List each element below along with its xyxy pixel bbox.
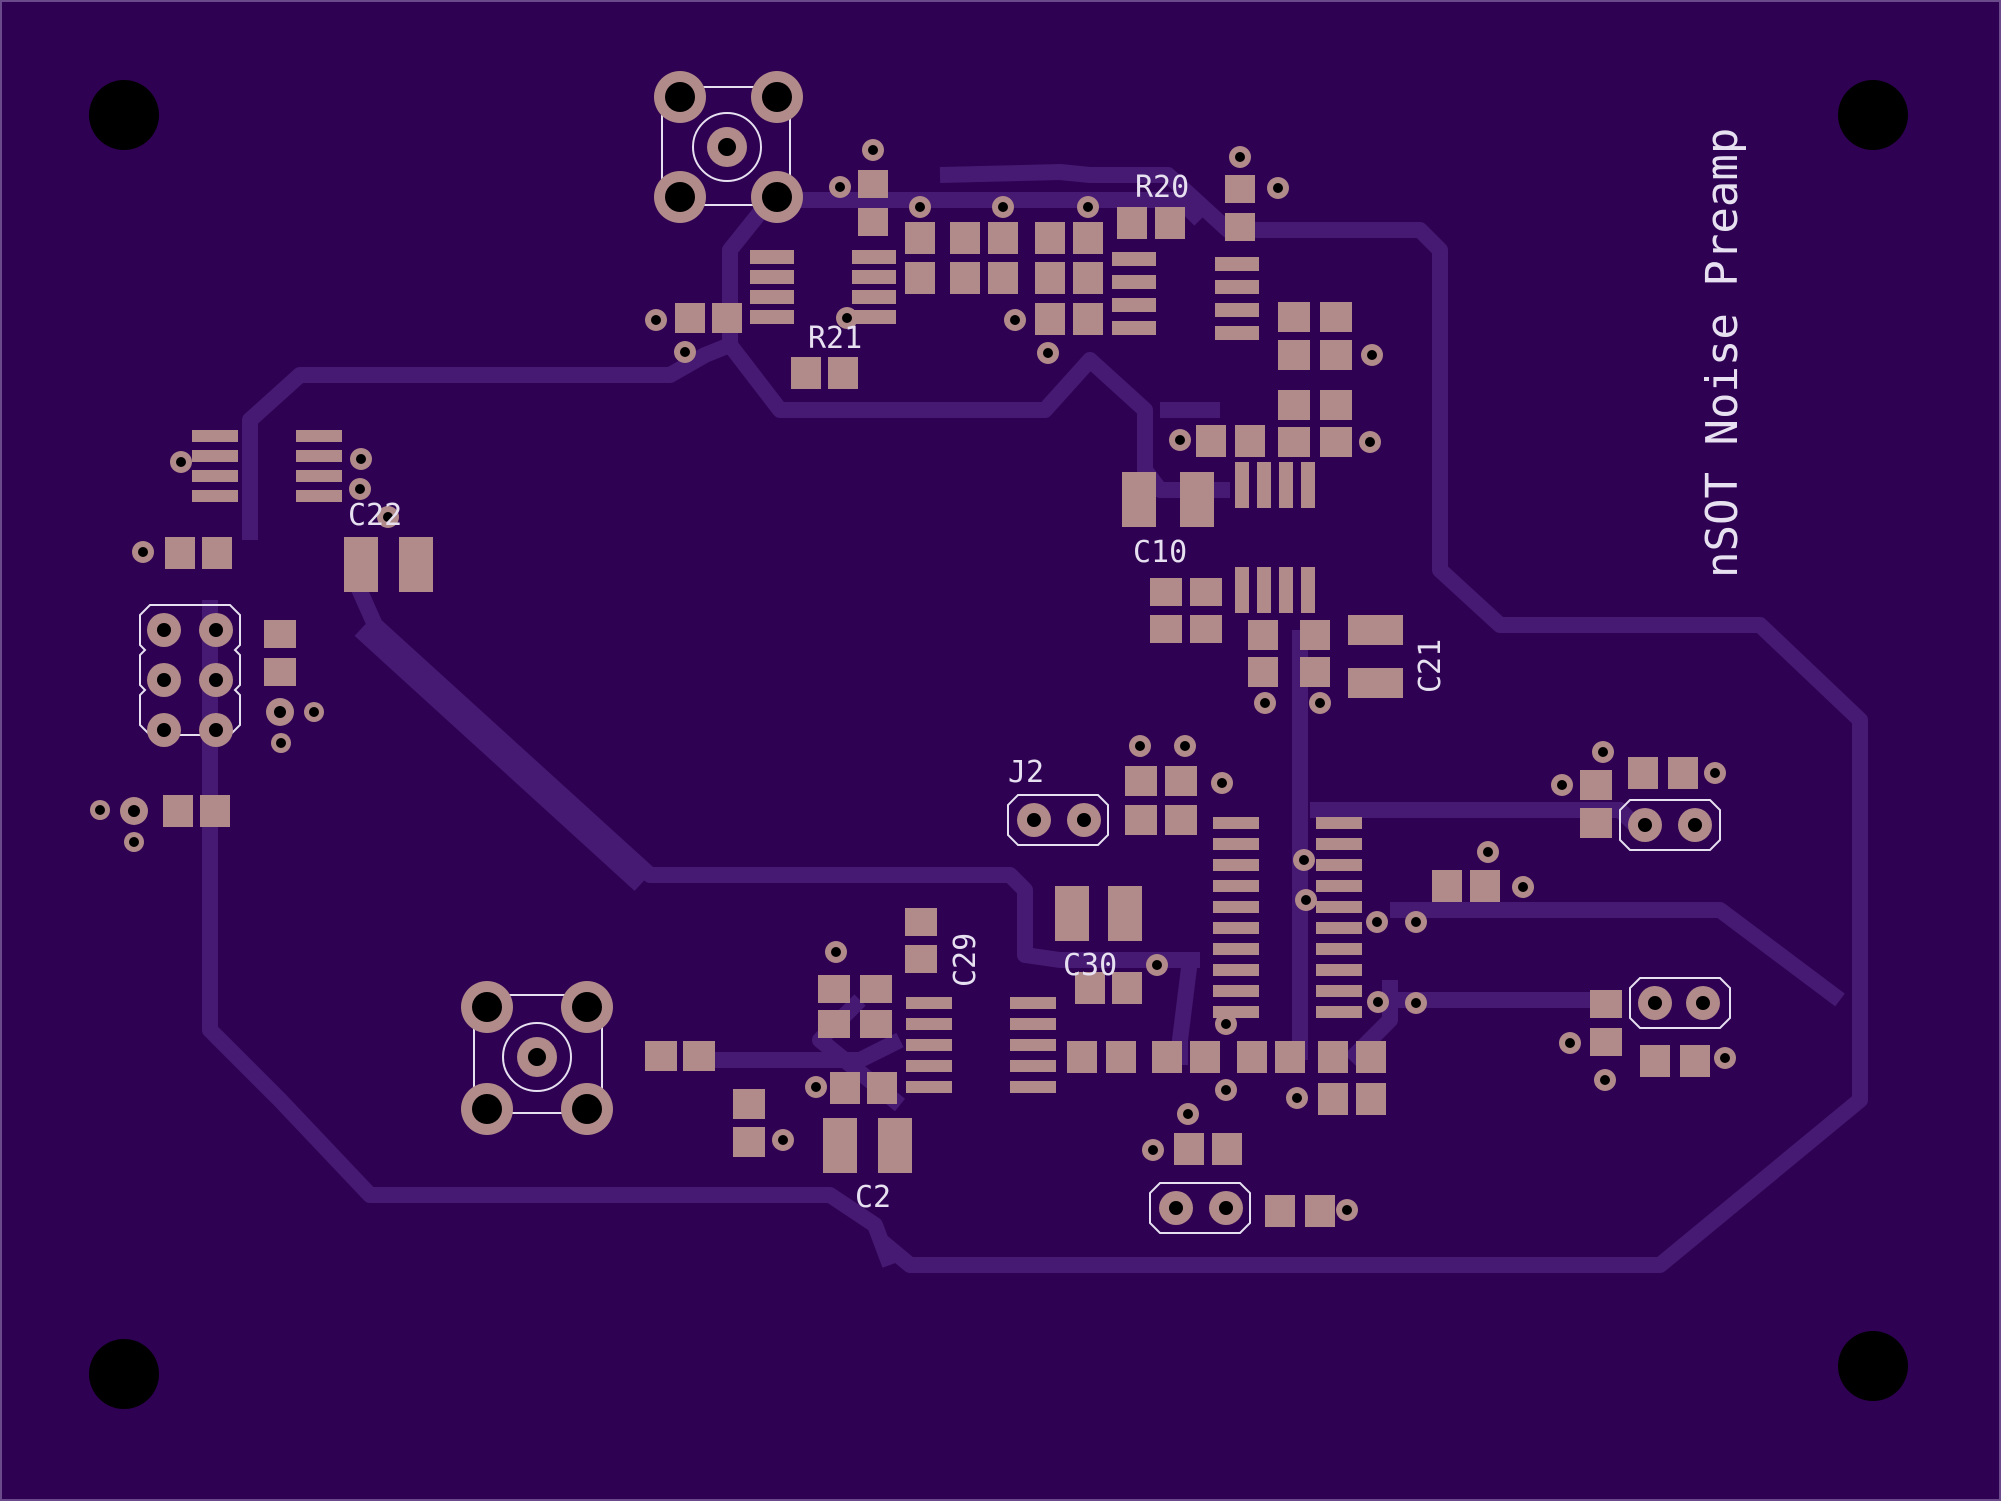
mounting-holes [89,80,1908,1409]
label-c22: C22 [348,498,402,533]
mounting-hole-top-right [1838,80,1908,150]
smd-pads [163,170,1710,1227]
mounting-hole-bottom-left [89,1339,159,1409]
label-j2: J2 [1008,755,1044,790]
pin-header-right-upper [1619,799,1721,851]
label-r21: R21 [808,321,862,356]
label-c30: C30 [1063,948,1117,983]
pin-header-j2 [1007,794,1109,846]
label-c10: C10 [1133,535,1187,570]
mounting-hole-top-left [89,80,159,150]
label-c21: C21 [1413,639,1448,693]
label-c2: C2 [855,1180,891,1215]
pin-header-right-lower [1629,977,1731,1029]
pin-header-2x3 [139,604,241,747]
pin-header-bottom [1149,1182,1251,1234]
silkscreen-labels: R20 R21 C22 C10 J2 C30 C2 C21 C29 nSOT N… [348,128,1748,1215]
board-title: nSOT Noise Preamp [1697,128,1748,578]
copper-traces [202,164,1868,1273]
sma-connector-top [654,71,803,223]
mounting-hole-bottom-right [1838,1331,1908,1401]
label-c29: C29 [948,933,983,987]
sma-connector-bottom [461,981,613,1135]
via-drills [95,145,1730,1215]
label-r20: R20 [1135,170,1189,205]
